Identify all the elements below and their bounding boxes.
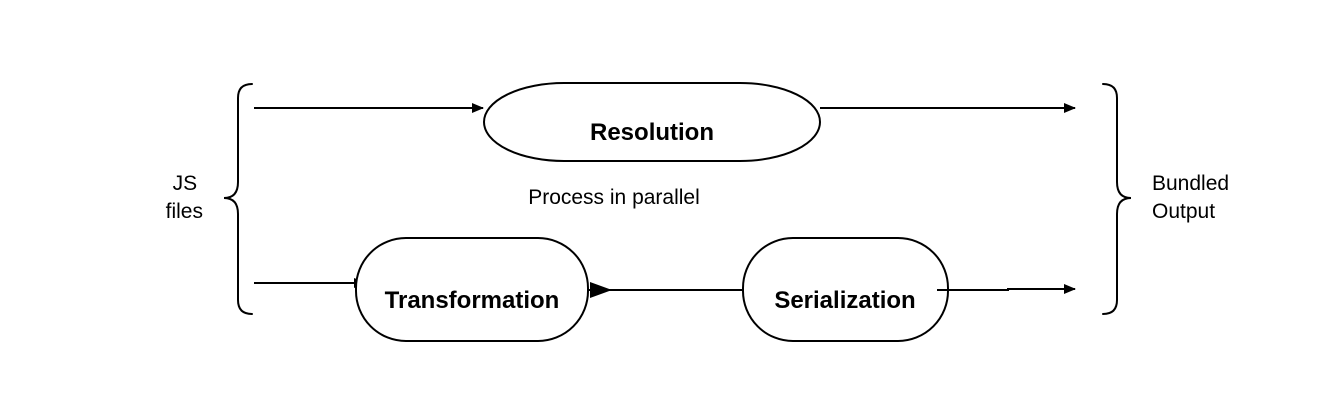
- resolution-node-shape: [483, 82, 821, 162]
- transformation-node: Transformation: [355, 237, 589, 342]
- parallel-note: Process in parallel: [528, 186, 700, 209]
- input-brace: [223, 83, 253, 315]
- arrow-serialization-to-output: [937, 284, 1076, 294]
- output-label-line1: Bundled: [1152, 172, 1229, 195]
- output-label-line2: Output: [1152, 200, 1215, 223]
- input-label-line1: JS: [173, 172, 198, 195]
- resolution-node: Resolution: [483, 82, 821, 162]
- serialization-node: Serialization: [742, 237, 949, 342]
- transformation-node-label: Transformation: [385, 287, 560, 314]
- transformation-node-shape: [355, 237, 589, 342]
- output-label: Bundled Output: [1152, 172, 1235, 223]
- output-brace: [1102, 83, 1132, 315]
- serialization-node-label: Serialization: [774, 287, 915, 314]
- input-label: JS files: [166, 172, 203, 223]
- input-label-line2: files: [166, 200, 203, 223]
- resolution-node-label: Resolution: [590, 119, 714, 146]
- transformation-exit-arrowhead: [590, 282, 612, 298]
